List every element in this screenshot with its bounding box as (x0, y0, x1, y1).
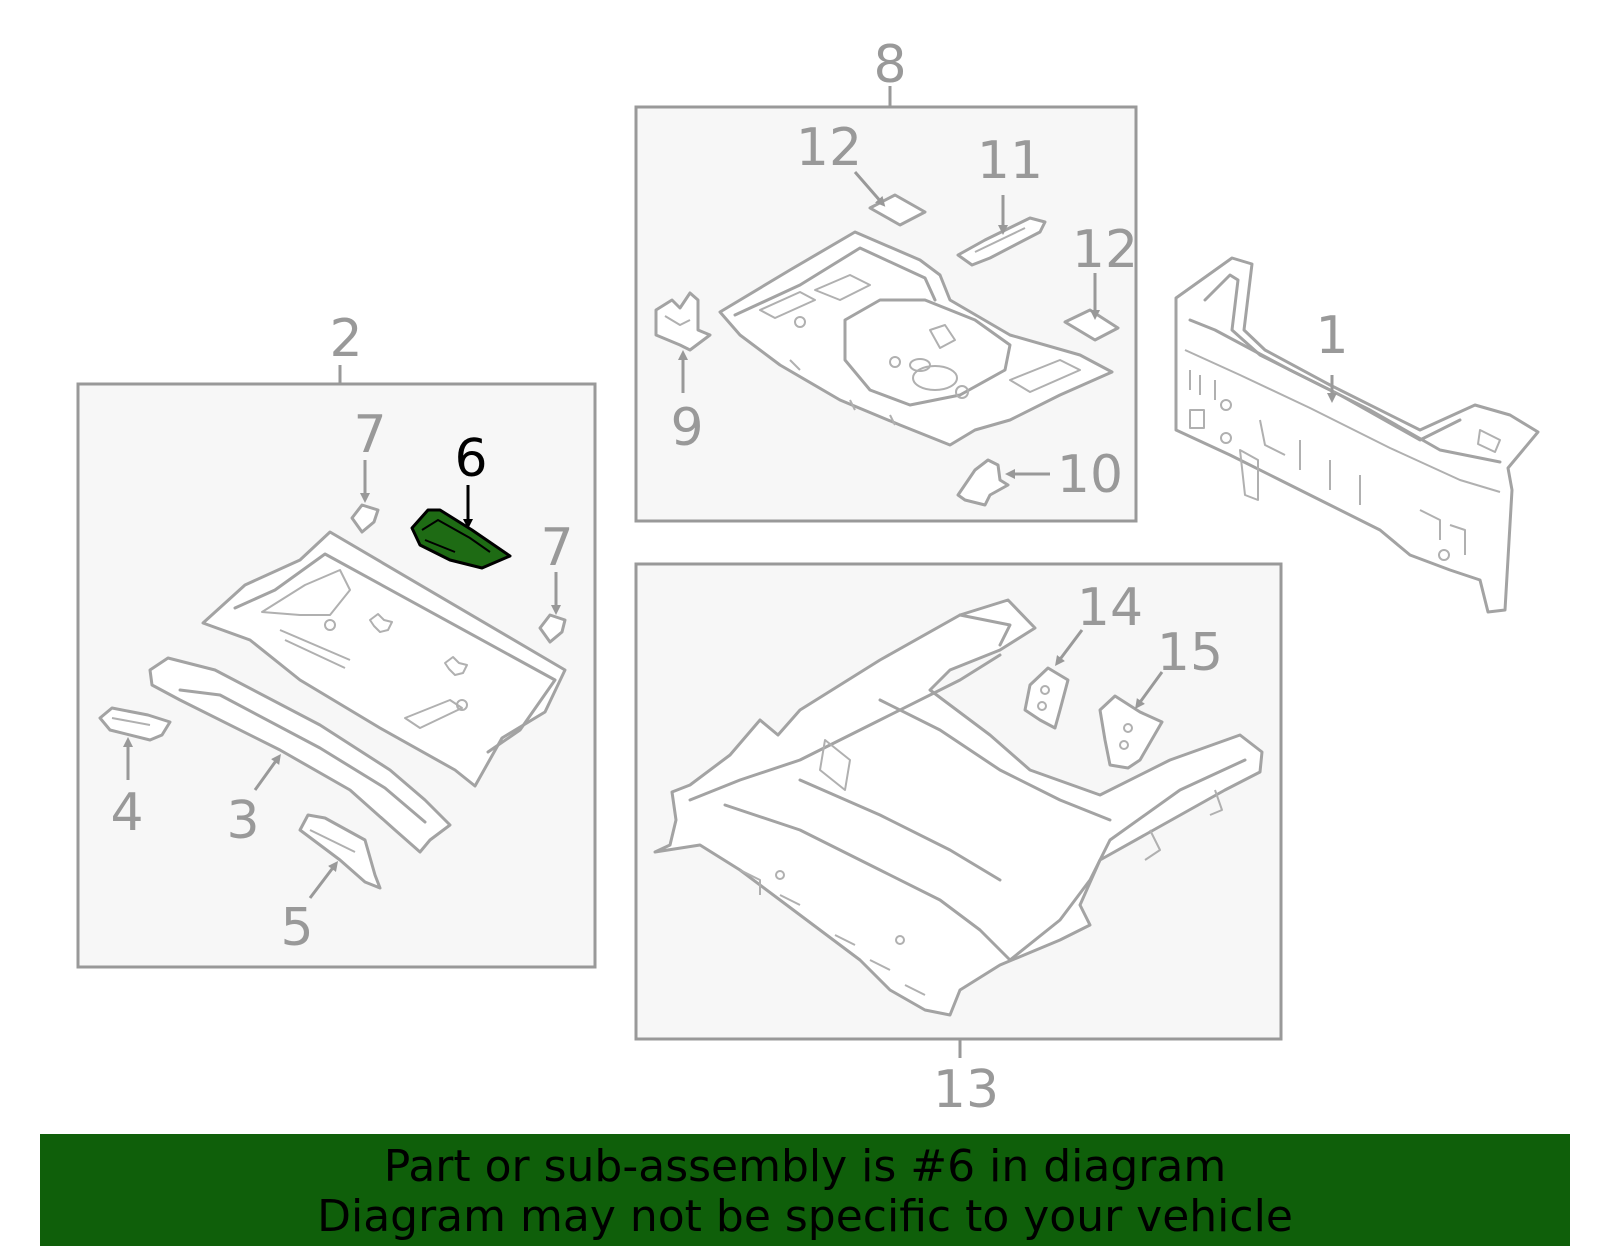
callout-12a: 12 (796, 118, 862, 178)
leader-3 (253, 753, 281, 791)
callout-13: 13 (933, 1060, 999, 1120)
callout-14: 14 (1077, 578, 1143, 638)
part-7-plug-right (538, 613, 567, 644)
callout-8: 8 (873, 35, 906, 95)
part-8-floor-pan (718, 230, 1114, 447)
part-4-bracket (98, 706, 172, 742)
banner-line-2: Diagram may not be specific to your vehi… (317, 1191, 1293, 1242)
part-12-patch-lower (1063, 308, 1120, 342)
part-3-crossmember (148, 656, 452, 854)
callout-10: 10 (1057, 445, 1123, 505)
callout-9: 9 (670, 398, 703, 458)
callout-11: 11 (977, 131, 1043, 191)
part-13-rear-frame (653, 598, 1264, 1017)
leader-5 (308, 861, 339, 899)
info-banner: Part or sub-assembly is #6 in diagram Di… (40, 1134, 1570, 1246)
leader-14 (1055, 629, 1084, 666)
part-10-bracket (956, 458, 1010, 507)
leader-12a (853, 171, 886, 207)
banner-line-1: Part or sub-assembly is #6 in diagram (383, 1141, 1227, 1192)
callout-5: 5 (280, 898, 313, 958)
part-14-bracket (1023, 666, 1070, 730)
callout-15: 15 (1157, 623, 1223, 683)
part-15-bracket (1098, 694, 1164, 770)
part-7-plug-left (350, 503, 380, 534)
part-1-rear-panel (1174, 256, 1540, 614)
part-5-bracket (298, 813, 382, 890)
leader-15 (1135, 671, 1164, 710)
part-11-reinforcement (956, 216, 1047, 267)
callout-3: 3 (226, 791, 259, 851)
callout-4: 4 (110, 783, 143, 843)
callout-2: 2 (329, 309, 362, 369)
part-2-rear-floor (201, 530, 567, 788)
callout-6: 6 (454, 429, 487, 489)
callout-1: 1 (1315, 306, 1348, 366)
part-9-bracket (654, 291, 712, 352)
part-6-highlighted[interactable] (410, 508, 512, 570)
callout-7b: 7 (540, 518, 573, 578)
callout-7a: 7 (353, 405, 386, 465)
callout-12b: 12 (1072, 220, 1138, 280)
